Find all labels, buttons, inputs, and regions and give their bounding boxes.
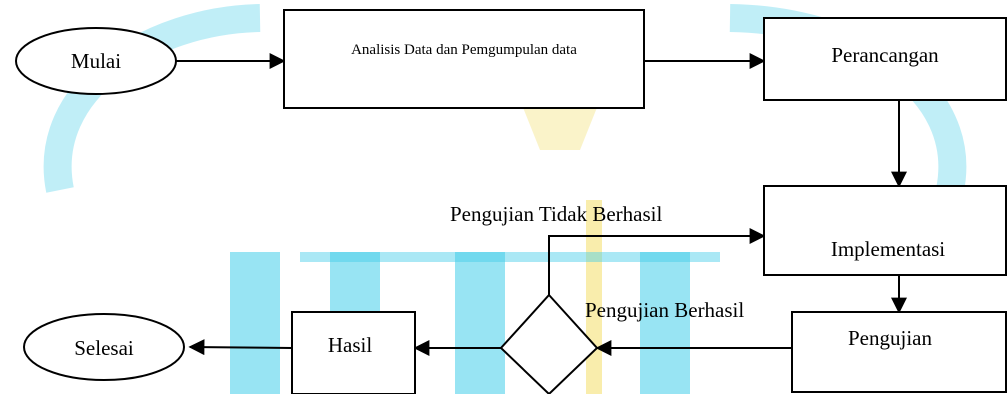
node-result: Hasil xyxy=(291,311,416,394)
node-end: Selesai xyxy=(23,313,185,381)
watermark-letter-n xyxy=(455,252,505,394)
analysis-box xyxy=(283,9,645,109)
end-label: Selesai xyxy=(74,336,134,360)
watermark-letter-n2 xyxy=(640,252,690,394)
start-label: Mulai xyxy=(71,49,121,73)
result-label: Hasil xyxy=(328,333,372,357)
connectors xyxy=(176,53,907,356)
testing-label: Pengujian xyxy=(848,326,932,350)
decision-diamond xyxy=(499,293,599,394)
node-start: Mulai xyxy=(15,27,177,95)
edge-result-end xyxy=(188,339,293,356)
node-implementation: Implementasi xyxy=(763,185,1007,276)
end-terminator xyxy=(23,313,185,381)
node-analysis: Analisis Data dan Pemgumpulan data xyxy=(283,9,645,109)
implementation-label: Implementasi xyxy=(831,237,945,261)
analysis-label: Analisis Data dan Pemgumpulan data xyxy=(351,42,577,58)
implementation-box xyxy=(763,185,1007,276)
edge-decision-implementation xyxy=(548,228,766,295)
design-box xyxy=(763,17,1007,101)
watermark-gold-bar xyxy=(586,200,602,394)
edge-label-success: Pengujian Berhasil xyxy=(585,298,744,322)
node-testing: Pengujian xyxy=(791,311,1007,393)
testing-box xyxy=(791,311,1007,393)
watermark-band xyxy=(300,252,720,262)
watermark-letter-u xyxy=(230,252,280,394)
result-box xyxy=(291,311,416,394)
design-label: Perancangan xyxy=(831,43,939,67)
start-terminator xyxy=(15,27,177,95)
node-decision xyxy=(499,293,599,394)
node-design: Perancangan xyxy=(763,17,1007,101)
edge-label-fail: Pengujian Tidak Berhasil xyxy=(450,202,663,226)
